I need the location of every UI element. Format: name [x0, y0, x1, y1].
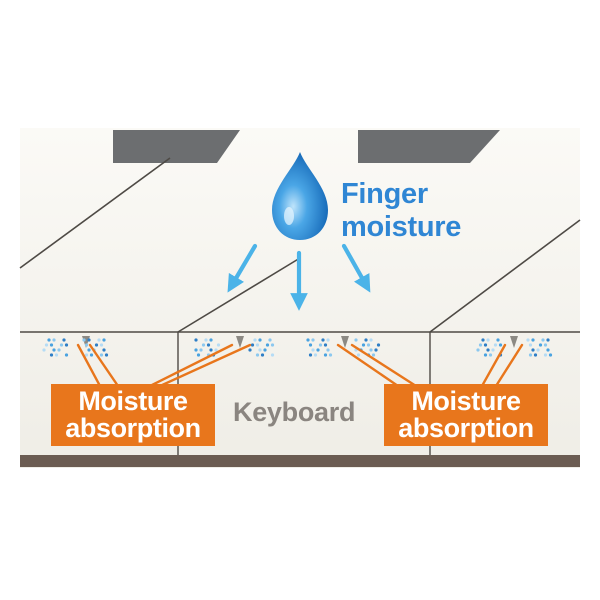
absorption-left-line1: Moisture	[78, 386, 188, 416]
absorption-right-line1: Moisture	[411, 386, 521, 416]
finger-label-line2: moisture	[341, 211, 462, 244]
key-top-left	[113, 130, 240, 163]
moisture-dots-icon	[526, 338, 553, 357]
absorption-right-line2: absorption	[398, 413, 534, 443]
arrow-left-icon	[227, 243, 258, 293]
finger-label-line1: Finger	[341, 178, 428, 210]
moisture-dots-icon	[248, 338, 275, 357]
water-drop-highlight-icon	[284, 207, 294, 225]
absorption-left-line2: absorption	[65, 413, 201, 443]
keyboard-label: Keyboard	[233, 397, 356, 427]
absorption-leader-lines	[76, 343, 524, 388]
moisture-arrows	[227, 243, 371, 311]
moisture-dots-icon	[82, 338, 109, 357]
key-top-right	[358, 130, 500, 163]
moisture-dots-icon	[194, 338, 221, 357]
moisture-dots-icon	[306, 338, 333, 357]
keyboard-bottom-bar	[20, 455, 580, 467]
finger-moisture-label: Finger moisture	[341, 178, 461, 245]
key-edge-lines	[19, 157, 581, 333]
moisture-dots-icon	[42, 338, 69, 357]
absorption-box-left: Moisture absorption	[51, 384, 215, 446]
absorption-box-right: Moisture absorption	[384, 384, 548, 446]
arrow-right-icon	[341, 243, 371, 293]
